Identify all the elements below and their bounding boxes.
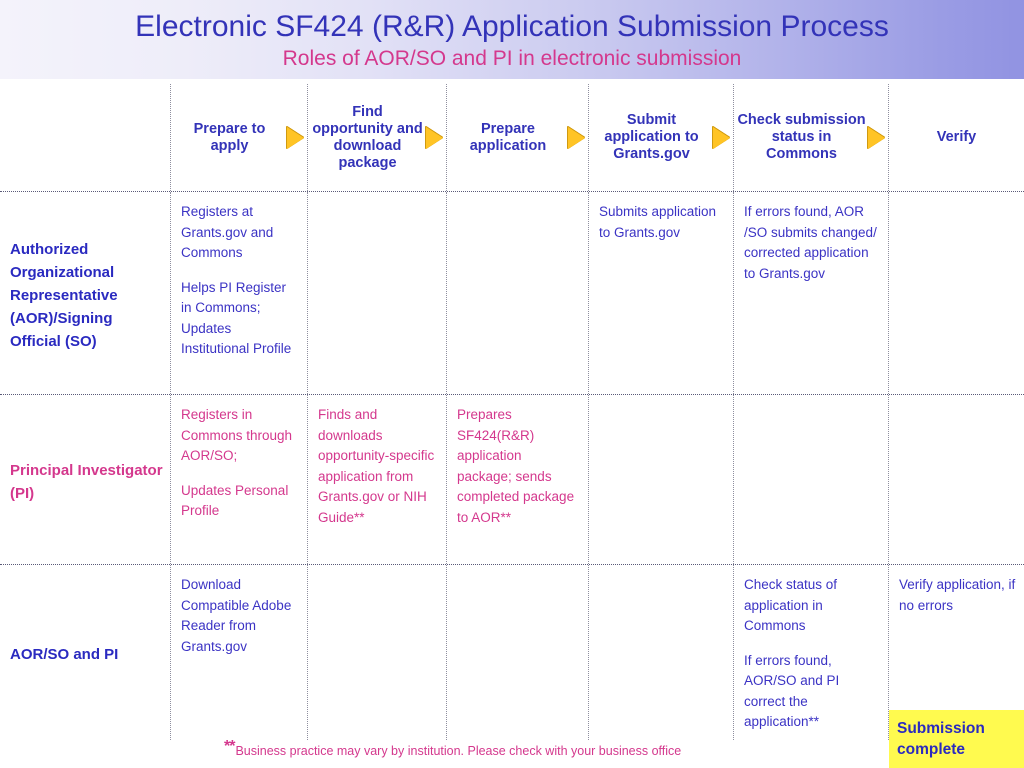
cell-pi-prepare-to-apply: Registers in Commons through AOR/SO; Upd… (170, 395, 307, 564)
cell-paragraph: Submits application to Grants.gov (599, 204, 717, 240)
cell-paragraph: If errors found, AOR /SO submits changed… (744, 204, 877, 281)
step-label: Find opportunity and download package (312, 103, 423, 171)
row-label-aor-so-and-pi: AOR/SO and PI (10, 646, 119, 663)
step-header-check-status[interactable]: Check submission status in Commons (733, 84, 888, 191)
submission-complete-badge: Submission complete (889, 710, 1024, 768)
cell-aor-prepare-application (446, 192, 588, 394)
step-label: Verify (936, 129, 977, 145)
table-header-row: Prepare to apply Find opportunity and do… (0, 84, 1024, 192)
step-header-submit-application[interactable]: Submit application to Grants.gov (588, 84, 733, 191)
cell-both-verify: Verify application, if no errors (888, 565, 1024, 740)
cell-both-prepare-to-apply: Download Compatible Adobe Reader from Gr… (170, 565, 307, 740)
cell-paragraph: Check status of application in Commons (744, 577, 838, 633)
cell-both-find-opportunity (307, 565, 446, 740)
triangle-right-icon (287, 126, 304, 149)
footnote-asterisks: ** (224, 738, 235, 755)
cell-both-prepare-application (446, 565, 588, 740)
step-label: Prepare application (469, 120, 547, 154)
cell-aor-prepare-to-apply: Registers at Grants.gov and Commons Help… (170, 192, 307, 394)
cell-pi-submit-application (588, 395, 733, 564)
cell-paragraph: Helps PI Register in Commons; Updates In… (181, 279, 292, 357)
cell-both-check-status: Check status of application in Commons I… (733, 565, 888, 740)
cell-paragraph: Prepares SF424(R&R) application package;… (457, 407, 575, 525)
footnote-text: Business practice may vary by institutio… (235, 744, 682, 758)
cell-paragraph: Finds and downloads opportunity-specific… (318, 407, 435, 525)
cell-paragraph: Updates Personal Profile (181, 482, 289, 519)
cell-aor-find-opportunity (307, 192, 446, 394)
header-corner-cell (0, 84, 170, 191)
cell-paragraph: If errors found, AOR/SO and PI correct t… (744, 652, 840, 730)
step-label: Check submission status in Commons (737, 112, 866, 162)
triangle-right-icon (868, 126, 885, 149)
cell-paragraph: Registers in Commons through AOR/SO; (181, 407, 293, 463)
cell-pi-find-opportunity: Finds and downloads opportunity-specific… (307, 395, 446, 564)
cell-pi-check-status (733, 395, 888, 564)
cell-pi-prepare-application: Prepares SF424(R&R) application package;… (446, 395, 588, 564)
table-row: Authorized Organizational Representative… (0, 192, 1024, 395)
table-row: AOR/SO and PI Download Compatible Adobe … (0, 565, 1024, 740)
row-label-principal-investigator: Principal Investigator (PI) (10, 461, 163, 502)
cell-paragraph: Registers at Grants.gov and Commons (181, 204, 274, 260)
step-header-find-opportunity[interactable]: Find opportunity and download package (307, 84, 446, 191)
process-table: Prepare to apply Find opportunity and do… (0, 84, 1024, 740)
cell-both-submit-application (588, 565, 733, 740)
triangle-right-icon (713, 126, 730, 149)
cell-aor-verify (888, 192, 1024, 394)
step-label: Submit application to Grants.gov (604, 112, 699, 162)
step-header-prepare-application[interactable]: Prepare application (446, 84, 588, 191)
table-row: Principal Investigator (PI) Registers in… (0, 395, 1024, 565)
cell-paragraph: Verify application, if no errors (899, 577, 1016, 613)
cell-aor-submit-application: Submits application to Grants.gov (588, 192, 733, 394)
header-banner: Electronic SF424 (R&R) Application Submi… (0, 0, 1024, 80)
step-header-prepare-to-apply[interactable]: Prepare to apply (170, 84, 307, 191)
page-subtitle: Roles of AOR/SO and PI in electronic sub… (282, 46, 742, 70)
row-label-aor-so: Authorized Organizational Representative… (10, 240, 118, 350)
cell-paragraph: Download Compatible Adobe Reader from Gr… (181, 577, 292, 654)
step-label: Prepare to apply (193, 120, 266, 154)
triangle-right-icon (426, 126, 443, 149)
cell-aor-check-status: If errors found, AOR /SO submits changed… (733, 192, 888, 394)
triangle-right-icon (568, 126, 585, 149)
cell-pi-verify (888, 395, 1024, 564)
page-title: Electronic SF424 (R&R) Application Submi… (135, 9, 889, 43)
step-header-verify[interactable]: Verify (888, 84, 1024, 191)
footnote: ** Business practice may vary by institu… (224, 738, 682, 759)
